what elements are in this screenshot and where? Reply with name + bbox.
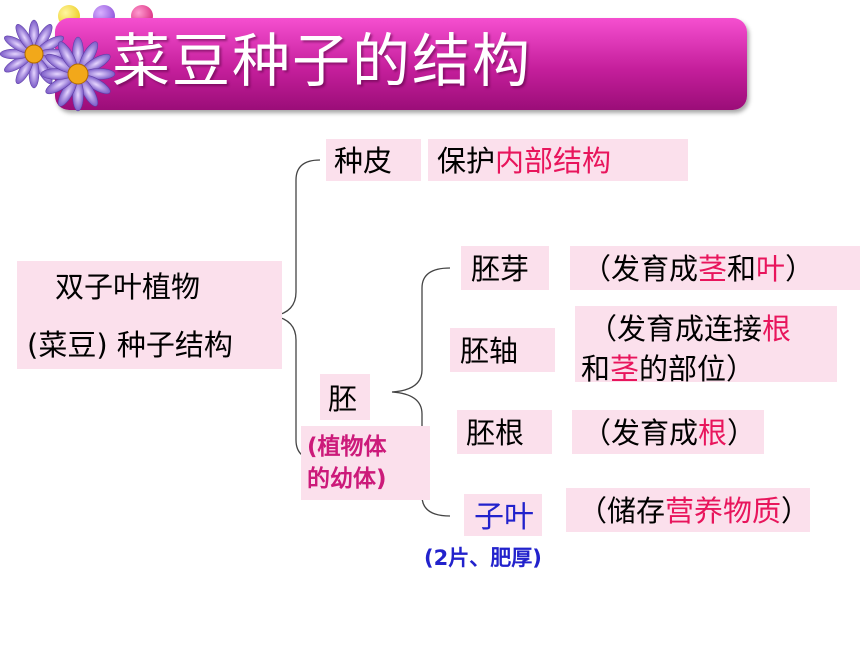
plumule-label: 胚芽: [471, 252, 530, 286]
radicle-desc: （发育成根）: [582, 416, 757, 450]
cotyledon-note: (2片、肥厚): [424, 546, 542, 570]
seed-coat-desc-box: [428, 139, 688, 181]
plumule-desc-box: [570, 246, 860, 290]
embryo-note-box: [301, 426, 430, 500]
flower-decoration-icon: [0, 19, 116, 112]
radicle-label: 胚根: [466, 416, 525, 450]
cotyledon-desc: （储存营养物质）: [578, 494, 811, 528]
hypocotyl-desc-line1: （发育成连接根: [588, 312, 792, 346]
embryo-note-line1: (植物体: [307, 434, 387, 460]
hypocotyl-box: [450, 328, 555, 372]
embryo-box: [320, 374, 370, 420]
radicle-desc-box: [572, 410, 764, 454]
embryo-note-line2: 的幼体): [307, 466, 387, 492]
radicle-box: [457, 410, 552, 454]
title-bar: [55, 18, 747, 110]
cotyledon-label: 子叶: [474, 500, 534, 535]
hypocotyl-desc-line2: 和茎的部位）: [581, 352, 756, 386]
seed-coat-label: 种皮: [334, 144, 393, 178]
plumule-box: [461, 246, 549, 290]
seed-coat-box: [326, 139, 421, 181]
root-box: [17, 261, 282, 369]
cotyledon-box: [464, 494, 542, 536]
page-title: 菜豆种子的结构: [112, 27, 533, 95]
seed-coat-desc: 保护内部结构: [437, 144, 612, 178]
root-line2: (菜豆) 种子结构: [27, 328, 233, 362]
hypocotyl-desc-box: [575, 306, 837, 382]
cotyledon-desc-box: [566, 488, 810, 532]
plumule-desc: （发育成茎和叶）: [582, 252, 815, 286]
embryo-label: 胚: [328, 382, 358, 416]
root-line1: 双子叶植物: [55, 270, 201, 304]
hypocotyl-label: 胚轴: [460, 334, 519, 368]
